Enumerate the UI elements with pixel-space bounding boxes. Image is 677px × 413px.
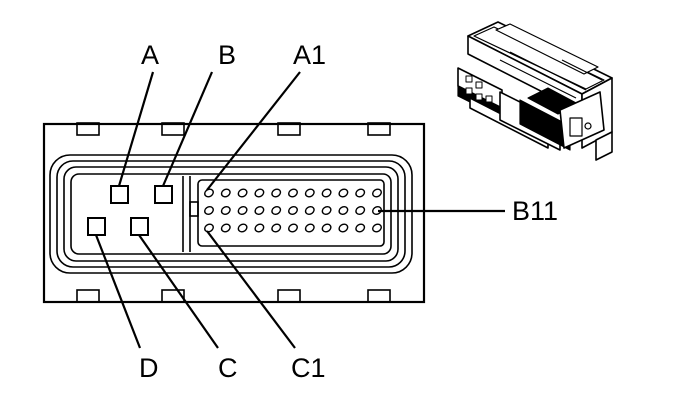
- terminal-cavity-b: [154, 185, 173, 204]
- pin-block: [197, 179, 385, 247]
- bottom-latch-tab: [367, 289, 391, 303]
- signal-pin: [237, 206, 248, 215]
- label-a1: A1: [293, 40, 326, 70]
- signal-pin: [372, 206, 382, 215]
- signal-pin: [204, 188, 214, 198]
- signal-pin: [338, 188, 349, 198]
- signal-pin-grid: [204, 188, 382, 233]
- signal-pin: [304, 223, 315, 233]
- terminal-cavity-a: [110, 185, 129, 204]
- seal-ring-outer: [49, 154, 413, 274]
- signal-pin: [271, 223, 282, 233]
- signal-pin: [321, 188, 332, 198]
- inner-shell: [70, 173, 392, 255]
- leader-lines: [94, 71, 505, 349]
- signal-pin: [355, 206, 366, 215]
- terminal-cavity-c: [130, 217, 149, 236]
- signal-pin: [271, 206, 282, 215]
- key-notch: [189, 201, 199, 217]
- label-b11: B11: [512, 196, 558, 226]
- signal-pin: [338, 223, 349, 233]
- leader-line-c1: [206, 230, 296, 349]
- leader-line-b: [161, 71, 214, 187]
- leader-line-a1: [206, 71, 301, 191]
- signal-pin: [304, 188, 315, 198]
- signal-pin: [321, 206, 332, 215]
- signal-pin: [254, 223, 265, 233]
- signal-pin: [288, 223, 298, 233]
- seal-ring-inner: [63, 166, 399, 262]
- seal-ring-middle: [56, 160, 406, 268]
- signal-pin: [372, 223, 382, 233]
- signal-pin: [237, 188, 248, 198]
- label-c: C: [218, 353, 238, 383]
- signal-pin: [288, 206, 298, 215]
- signal-pin: [254, 188, 265, 198]
- signal-pin: [204, 206, 214, 215]
- signal-pin: [321, 223, 332, 233]
- signal-pin: [237, 223, 248, 233]
- signal-pin: [271, 188, 282, 198]
- label-d: D: [139, 353, 159, 383]
- bottom-latch-tab: [76, 289, 100, 303]
- connector-isometric-view: [457, 21, 613, 161]
- leader-line-d: [94, 234, 142, 349]
- signal-pin: [220, 223, 231, 233]
- signal-pin: [220, 188, 231, 198]
- signal-pin: [254, 206, 265, 215]
- signal-pin: [220, 206, 231, 215]
- terminal-cavity-d: [87, 217, 106, 236]
- signal-pin: [204, 223, 214, 233]
- signal-pin: [355, 188, 366, 198]
- bottom-latch-tab: [277, 289, 301, 303]
- signal-pin: [355, 223, 366, 233]
- connector-face: [42, 122, 426, 304]
- leader-line-a: [117, 71, 155, 187]
- outer-housing: [42, 122, 426, 304]
- signal-pin: [304, 206, 315, 215]
- label-c1: C1: [291, 353, 326, 383]
- label-b: B: [218, 40, 236, 70]
- leader-line-c: [138, 234, 219, 349]
- signal-pin: [338, 206, 349, 215]
- signal-pin: [372, 188, 382, 198]
- label-a: A: [141, 40, 159, 70]
- signal-pin: [288, 188, 298, 198]
